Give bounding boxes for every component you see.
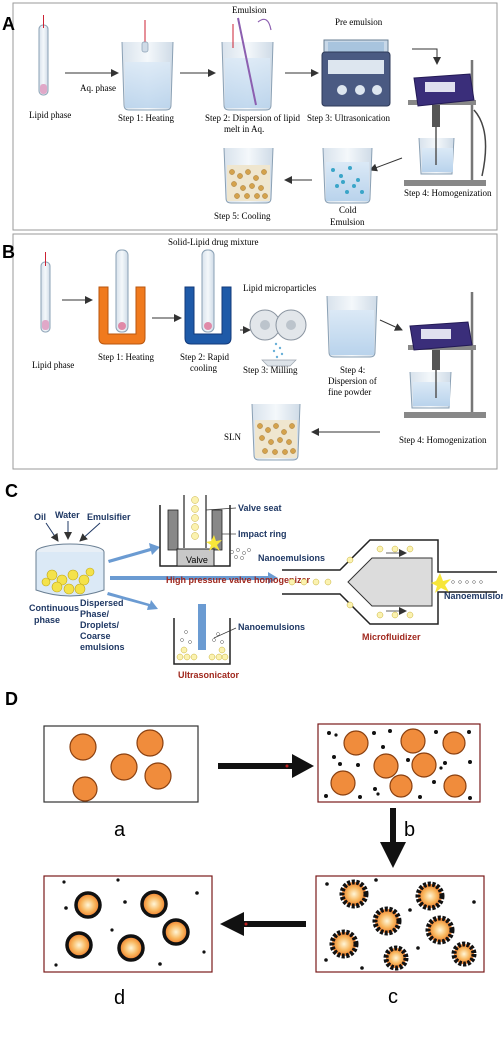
panel-c: C Oil Water Emulsifier Continuous phase … <box>5 481 503 680</box>
step5-label-a: Step 5: Cooling <box>214 211 271 221</box>
stage-b-label: b <box>404 819 415 841</box>
dispersed-label-l1: Dispersed <box>80 598 124 608</box>
process-arrows <box>107 543 278 610</box>
step4-label-b-l2: Dispersion of <box>328 376 377 386</box>
lipid-test-tube <box>38 15 49 96</box>
lipid-phase-label-a: Lipid phase <box>29 110 71 120</box>
stage-d-label: d <box>114 987 125 1009</box>
arrow-oil <box>45 522 59 542</box>
step4-label-b-l3: fine powder <box>328 387 371 397</box>
oil-label: Oil <box>34 512 46 522</box>
cold-label-l1: Cold <box>339 205 357 215</box>
step4-label-a: Step 4: Homogenization <box>404 188 492 198</box>
arrow-emulsifier <box>79 522 101 542</box>
valve-seat-label: Valve seat <box>238 503 282 513</box>
microfluidizer <box>282 539 497 625</box>
lipid-micro-label: Lipid microparticles <box>243 283 317 293</box>
arrow-a4 <box>412 48 441 65</box>
arrow-a5 <box>369 157 403 172</box>
beaker-step2 <box>221 17 274 111</box>
stage-d-box <box>43 875 213 973</box>
dispersed-label-l5: emulsions <box>80 642 125 652</box>
ultrasonicator-label: Ultrasonicator <box>178 670 240 680</box>
panel-c-letter: C <box>5 481 18 501</box>
ultrasonicator <box>173 604 231 665</box>
stage-a-box <box>43 725 199 803</box>
panel-a: A Lipid phase Aq. phase Step 1: Heating … <box>2 2 498 231</box>
homogenizer-b <box>404 292 486 418</box>
step2-label-a-l2: melt in Aq. <box>224 124 264 134</box>
arrow-c-to-d <box>220 912 306 936</box>
valve-label: Valve <box>186 555 208 565</box>
nano-bottom-label: Nanoemulsions <box>238 622 305 632</box>
valve-homogenizer <box>159 495 251 567</box>
sln-label: SLN <box>224 432 242 442</box>
continuous-label-l1: Continuous <box>29 603 79 613</box>
stage-b-box <box>317 723 481 803</box>
dispersed-label-l3: Droplets/ <box>80 620 120 630</box>
panel-d: D a <box>5 689 485 1009</box>
impact-ring-label: Impact ring <box>238 529 287 539</box>
arrow-b4 <box>379 319 403 331</box>
ultrasonic-bath <box>321 39 391 107</box>
microfluidizer-label: Microfluidizer <box>362 632 421 642</box>
step3-label-a: Step 3: Ultrasonication <box>307 113 390 123</box>
step2-label-b-l1: Step 2: Rapid <box>180 352 229 362</box>
continuous-label-l2: phase <box>34 615 60 625</box>
lipid-test-tube-b <box>40 252 51 333</box>
panel-b-letter: B <box>2 242 15 262</box>
homogenizer-a <box>404 60 487 186</box>
cooler-block <box>184 249 232 345</box>
step3-label-b: Step 3: Milling <box>243 365 298 375</box>
step1-label-a: Step 1: Heating <box>118 113 174 123</box>
stage-c-label: c <box>388 986 398 1008</box>
step1-label-b: Step 1: Heating <box>98 352 154 362</box>
beaker-cold-emulsion <box>322 147 373 204</box>
beaker-cooling <box>223 147 274 204</box>
nano-bottom-leader <box>213 627 237 639</box>
heater-block <box>98 249 146 345</box>
stage-a-label: a <box>114 819 126 841</box>
panel-a-letter: A <box>2 14 15 34</box>
arrow-a-to-b <box>218 754 314 778</box>
cold-label-l2: Emulsion <box>330 217 365 227</box>
beaker-sln <box>251 403 301 461</box>
nano-top-label: Nanoemulsions <box>258 553 325 563</box>
arrow-b-to-c <box>380 808 406 868</box>
aq-phase-label: Aq. phase <box>80 83 116 93</box>
step2-label-b-l2: cooling <box>190 363 217 373</box>
step4-label-b-l1: Step 4: <box>340 365 365 375</box>
coarse-emulsion-vessel <box>35 543 105 597</box>
hpvh-label: High pressure valve homogenizer <box>166 575 311 585</box>
dispersed-label-l4: Coarse <box>80 631 111 641</box>
stage-c-box <box>315 875 485 973</box>
panel-d-letter: D <box>5 689 18 709</box>
water-label: Water <box>55 510 80 520</box>
pre-emulsion-label: Pre emulsion <box>335 17 383 27</box>
panel-b: B Solid-Lipid drug mixture Lipid phase S… <box>2 233 498 470</box>
mill-rollers <box>249 309 307 367</box>
step4-hom-label-b: Step 4: Homogenization <box>399 435 487 445</box>
emulsifier-label: Emulsifier <box>87 512 131 522</box>
step2-label-a-l1: Step 2: Dispersion of lipid <box>205 113 300 123</box>
nano-right-label: Nanoemulsions <box>444 591 503 601</box>
valve-seat-leader <box>205 507 237 511</box>
beaker-step1 <box>121 20 174 111</box>
emulsion-label: Emulsion <box>232 5 267 15</box>
beaker-dispersion <box>326 295 378 358</box>
dispersed-label-l2: Phase/ <box>80 609 110 619</box>
lipid-phase-label-b: Lipid phase <box>32 360 74 370</box>
solid-lipid-title: Solid-Lipid drug mixture <box>168 237 259 247</box>
